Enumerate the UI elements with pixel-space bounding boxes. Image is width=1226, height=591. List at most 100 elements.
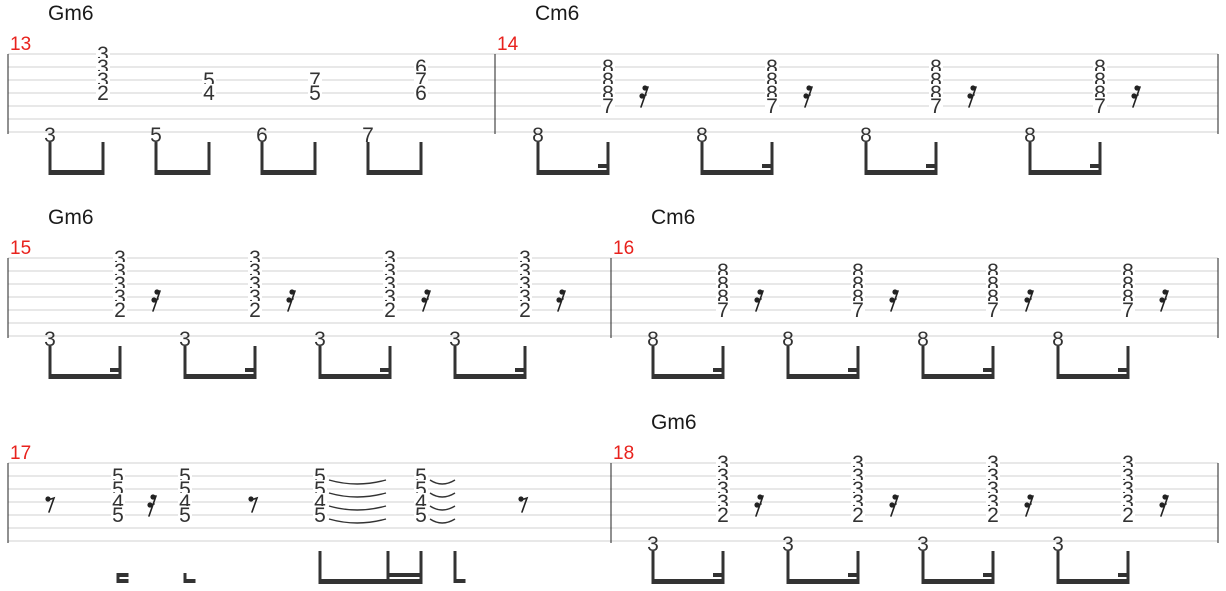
fret-number: 3: [717, 491, 729, 514]
fret-mask: [986, 467, 1000, 484]
sixteenth-rest-icon: [640, 86, 649, 108]
fret-mask: [308, 71, 322, 88]
fret-number: 3: [114, 260, 126, 283]
bass-fret: 8: [782, 328, 794, 351]
fret-mask: [851, 480, 865, 497]
fret-number: 7: [987, 299, 999, 322]
note-beam: [116, 573, 129, 577]
measure-number: 17: [10, 443, 31, 464]
fret-mask: [986, 275, 1000, 292]
tie-arc: [429, 479, 456, 485]
fret-mask: [383, 249, 397, 266]
fret-mask: [248, 301, 262, 318]
fret-mask: [716, 480, 730, 497]
fret-number: 8: [852, 286, 864, 309]
sixteenth-rest-icon: [152, 290, 161, 312]
fret-number: 3: [1122, 478, 1134, 501]
measure-number: 15: [10, 238, 31, 259]
fret-number: 8: [717, 273, 729, 296]
fret-number: 7: [309, 69, 321, 92]
chord-symbol: Cm6: [535, 2, 579, 25]
fret-number: 5: [203, 69, 215, 92]
fret-number: 8: [602, 82, 614, 105]
fret-mask: [414, 84, 428, 101]
bass-fret: 8: [647, 328, 659, 351]
fret-mask: [248, 275, 262, 292]
note-beam: [864, 170, 938, 175]
bass-fret: 3: [647, 533, 659, 556]
fret-mask: [111, 467, 125, 484]
note-beam: [1056, 579, 1130, 584]
fret-number: 3: [519, 286, 531, 309]
fret-number: 7: [1094, 95, 1106, 118]
bass-fret: 3: [782, 533, 794, 556]
bass-fret: 3: [314, 328, 326, 351]
fret-mask: [851, 467, 865, 484]
fret-mask: [929, 58, 943, 75]
fret-mask: [518, 262, 532, 279]
sixteenth-rest-icon: [1025, 290, 1034, 312]
fret-number: 4: [203, 82, 215, 105]
fret-number: 3: [852, 491, 864, 514]
fret-mask: [202, 71, 216, 88]
eighth-rest-icon: [520, 496, 529, 513]
fret-number: 7: [717, 299, 729, 322]
note-beam: [762, 164, 772, 168]
fret-number: 6: [415, 56, 427, 79]
eighth-rest-icon: [250, 496, 259, 513]
fret-number: 3: [717, 465, 729, 488]
fret-mask: [986, 506, 1000, 523]
fret-mask: [1121, 493, 1135, 510]
tie-arc: [429, 492, 456, 498]
fret-number: 3: [249, 273, 261, 296]
fret-number: 3: [987, 452, 999, 475]
fret-number: 3: [519, 260, 531, 283]
note-beam: [48, 374, 122, 379]
fret-mask: [601, 58, 615, 75]
fret-number: 5: [314, 504, 326, 527]
sixteenth-rest-icon: [1160, 495, 1169, 517]
bass-fret: 3: [449, 328, 461, 351]
fret-number: 5: [309, 82, 321, 105]
sixteenth-rest-icon: [1025, 495, 1034, 517]
fret-mask: [851, 454, 865, 471]
fret-number: 5: [179, 504, 191, 527]
fret-number: 5: [415, 504, 427, 527]
fret-number: 8: [1094, 82, 1106, 105]
fret-number: 8: [766, 69, 778, 92]
fret-mask: [111, 506, 125, 523]
fret-mask: [313, 506, 327, 523]
fret-number: 3: [384, 286, 396, 309]
note-beam: [1118, 573, 1128, 577]
fret-mask: [113, 301, 127, 318]
fret-number: 2: [852, 504, 864, 527]
sixteenth-rest-icon: [287, 290, 296, 312]
note-beam: [380, 368, 390, 372]
bass-fret: 8: [917, 328, 929, 351]
fret-mask: [929, 71, 943, 88]
note-beam: [154, 170, 211, 175]
fret-mask: [248, 249, 262, 266]
fret-mask: [178, 480, 192, 497]
fret-number: 3: [249, 247, 261, 270]
fret-mask: [716, 506, 730, 523]
fret-number: 8: [717, 260, 729, 283]
fret-mask: [851, 506, 865, 523]
fret-mask: [1093, 97, 1107, 114]
bass-fret: 8: [860, 124, 872, 147]
fret-number: 3: [114, 273, 126, 296]
measure-number: 16: [613, 238, 634, 259]
note-beam: [983, 368, 993, 372]
fret-number: 3: [249, 286, 261, 309]
fret-number: 8: [852, 260, 864, 283]
fret-mask: [111, 493, 125, 510]
tie-arc: [328, 479, 387, 485]
fret-number: 3: [519, 273, 531, 296]
fret-mask: [986, 493, 1000, 510]
bass-fret: 3: [44, 124, 56, 147]
note-beam: [651, 374, 725, 379]
fret-mask: [383, 275, 397, 292]
tie-arc: [429, 505, 456, 511]
fret-mask: [313, 480, 327, 497]
note-beam: [713, 368, 723, 372]
